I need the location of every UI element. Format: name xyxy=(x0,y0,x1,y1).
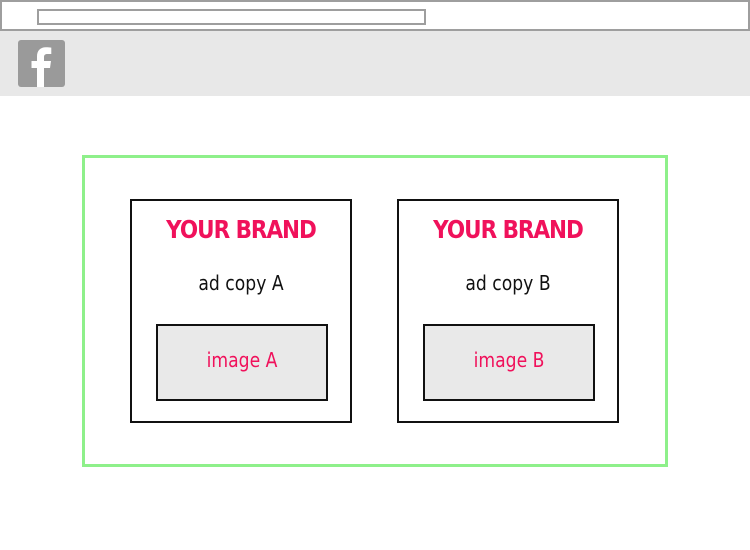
browser-bar xyxy=(0,0,750,31)
ad-image-placeholder: image B xyxy=(423,324,595,401)
address-bar[interactable] xyxy=(37,9,426,25)
ad-copy: ad copy A xyxy=(198,271,284,295)
brand-name: YOUR BRAND xyxy=(166,215,317,244)
ad-variant-b: YOUR BRAND ad copy B image B xyxy=(397,199,619,423)
site-header xyxy=(0,31,750,96)
image-label: image A xyxy=(206,348,278,372)
ad-image-placeholder: image A xyxy=(156,324,328,401)
ab-test-frame xyxy=(82,155,668,467)
ad-variant-a: YOUR BRAND ad copy A image A xyxy=(130,199,352,423)
image-label: image B xyxy=(473,348,545,372)
ad-copy: ad copy B xyxy=(465,271,551,295)
brand-name: YOUR BRAND xyxy=(433,215,584,244)
facebook-icon[interactable] xyxy=(18,40,65,87)
